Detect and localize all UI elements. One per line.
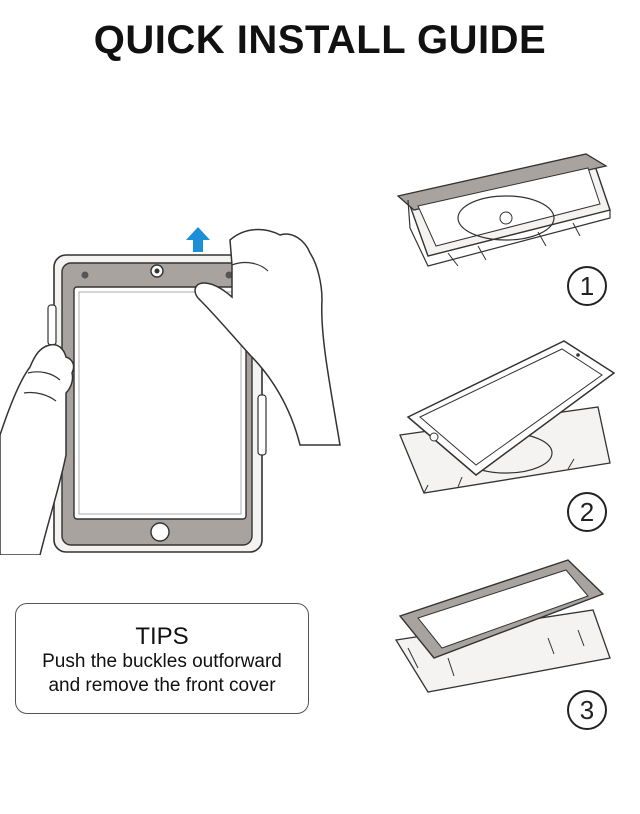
tips-line-1: Push the buckles outforward (42, 651, 282, 672)
step-number-3: 3 (567, 690, 607, 730)
tips-line-2: and remove the front cover (48, 675, 276, 696)
tips-title: TIPS (135, 623, 189, 650)
left-hand (0, 343, 75, 555)
arrow-up-icon (186, 227, 210, 252)
step-1-illustration (396, 153, 611, 267)
step-number-1: 1 (567, 266, 607, 306)
step-number-2: 2 (567, 492, 607, 532)
step-3-illustration (394, 559, 611, 693)
home-button (150, 522, 170, 542)
tablet-screen (73, 286, 247, 520)
right-hand (194, 228, 341, 446)
page-title: QUICK INSTALL GUIDE (93, 18, 547, 62)
main-install-illustration (0, 227, 341, 555)
tips-box: TIPS Push the buckles outforward and rem… (15, 603, 309, 714)
step-2-illustration (399, 340, 616, 494)
